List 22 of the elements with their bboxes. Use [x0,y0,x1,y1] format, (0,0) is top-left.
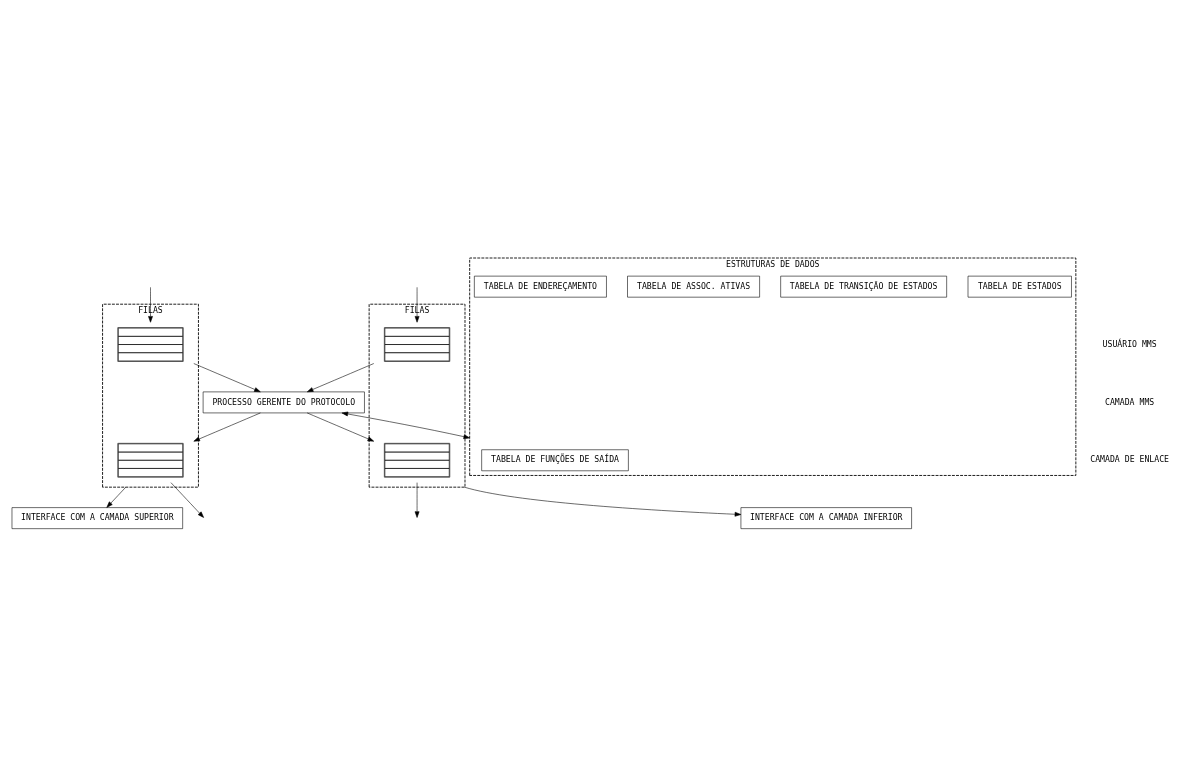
node-box: TABELA DE ESTADOS [967,275,1072,298]
arrow [193,412,261,442]
arrow [106,486,127,508]
arrow [193,363,261,393]
arrow [306,412,375,442]
label: CAMADA MMS [1105,396,1155,407]
node-box: TABELA DE TRANSIÇÃO DE ESTADOS [780,275,947,298]
node-box: PROCESSO GERENTE DO PROTOCOLO [202,391,365,414]
arrow [414,482,420,518]
arrow [414,287,420,323]
arrow [170,482,204,518]
arrow [148,287,153,323]
arrow [464,486,742,517]
node-box: TABELA DE ENDEREÇAMENTO [474,275,607,298]
arrow [306,363,375,393]
label: CAMADA DE ENLACE [1090,454,1169,465]
label: USUÁRIO MMS [1102,338,1157,349]
node-box: TABELA DE FUNÇÕES DE SAÍDA [481,449,629,472]
arrow [341,411,470,439]
node-box: INTERFACE COM A CAMADA SUPERIOR [11,507,183,529]
node-box: TABELA DE ASSOC. ATIVAS [627,275,760,298]
node-box: INTERFACE COM A CAMADA INFERIOR [740,507,912,529]
